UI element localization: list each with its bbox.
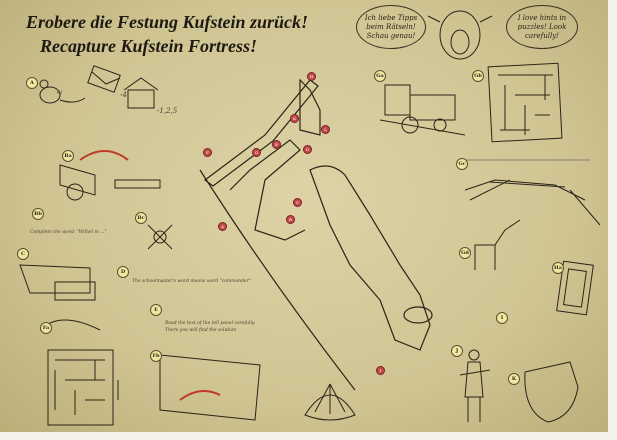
fortress-marker-a: A <box>218 222 227 231</box>
clue-complete-word: Complete the word: "Wilhel m ..." <box>30 230 107 235</box>
marker-ga: Ga <box>374 70 386 82</box>
fortress-marker-e: E <box>272 140 281 149</box>
marker-fb: Fb <box>150 350 162 362</box>
marker-c: C <box>17 248 29 260</box>
house-icon <box>123 77 159 109</box>
clue-envelope-number: -4 <box>120 91 127 99</box>
marker-ha: Ha <box>552 262 564 274</box>
maze-right-icon <box>487 62 563 143</box>
fortress-marker-h: H <box>307 72 316 81</box>
clue-mouse-number: +1 <box>56 91 63 96</box>
marker-gd: Gd <box>459 247 471 259</box>
branch-icon <box>474 219 521 270</box>
marker-j: J <box>451 345 463 357</box>
title-english: Recapture Kufstein Fortress! <box>40 36 258 56</box>
fortress-icon <box>199 78 433 391</box>
wall-icon <box>19 264 96 301</box>
coat-of-arms-icon <box>524 361 579 423</box>
marker-fa: Fa <box>40 322 52 334</box>
mouse-icon <box>39 79 86 104</box>
shell-icon <box>304 383 356 421</box>
clue-panel: Read the text of the tell panel carefull… <box>165 321 256 333</box>
fortress-marker-l: L <box>321 125 330 134</box>
speech-bubble-english: I love hints in puzzles! Look carefully! <box>506 5 578 49</box>
marker-gb: Gb <box>472 70 484 82</box>
fortress-marker-c: C <box>293 198 302 207</box>
bridge-icon <box>460 159 601 226</box>
fortress-marker-d: D <box>303 145 312 154</box>
fortress-marker-f: F <box>203 148 212 157</box>
clue-house-numbers: -1,2,5 <box>157 107 178 115</box>
fortress-marker-k: K <box>290 114 299 123</box>
soldier-icon <box>459 349 491 422</box>
fortress-marker-g: G <box>252 148 261 157</box>
maze-left-icon <box>47 349 114 426</box>
fortress-marker-b: B <box>286 215 295 224</box>
marker-k: K <box>508 373 520 385</box>
envelope-icon <box>87 65 121 93</box>
paper-edge <box>608 0 617 440</box>
train-icon <box>379 84 466 136</box>
sign-panel-icon <box>159 354 261 421</box>
marker-d: D <box>117 266 129 278</box>
speech-bubble-german: Ich liebe Tipps beim Rätseln! Schau gena… <box>356 5 426 49</box>
marker-ba: Ba <box>62 150 74 162</box>
paper-bottom-edge <box>0 432 617 440</box>
fortress-marker-i: I <box>376 366 385 375</box>
marker-e: E <box>150 304 162 316</box>
sheep-icon <box>427 10 493 60</box>
marker-bb: Bb <box>32 208 44 220</box>
title-german: Erobere die Festung Kufstein zurück! <box>26 12 309 32</box>
marker-i: I <box>496 312 508 324</box>
clue-commander: The schoolmaster's word means word "comm… <box>132 279 251 284</box>
marker-bc: Bc <box>135 212 147 224</box>
frame-icon <box>556 260 594 316</box>
cart-icon <box>59 164 161 201</box>
marker-a: A <box>26 77 38 89</box>
ornament-icon <box>147 224 173 250</box>
marker-gc: Gc <box>456 158 468 170</box>
